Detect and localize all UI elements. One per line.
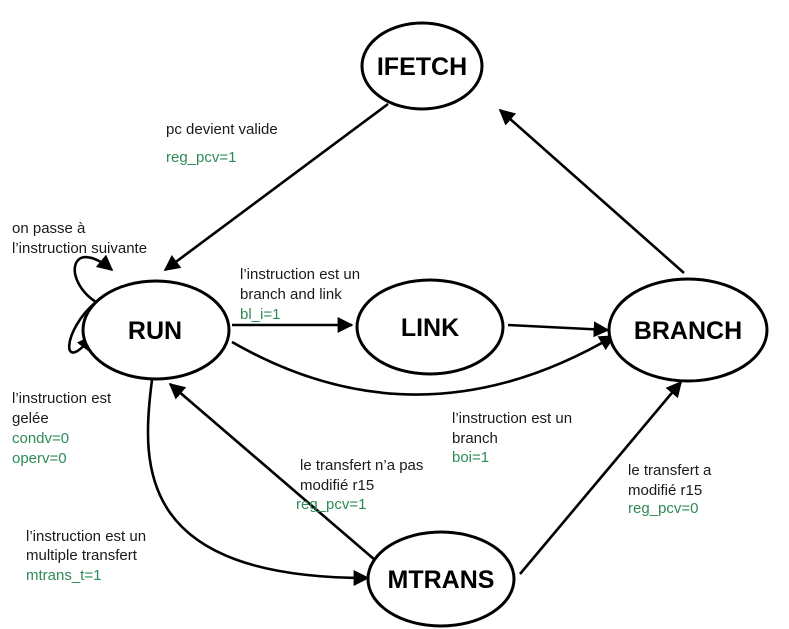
run-loop-bottom-condition-1: l’instruction est (12, 390, 112, 407)
mtrans-run-condition-1: le transfert n’a pas (300, 457, 423, 474)
state-ifetch (360, 21, 484, 111)
run-loop-bottom-signal-2: operv=0 (12, 450, 67, 467)
state-run-label: RUN (128, 317, 182, 345)
state-branch-label: BRANCH (634, 317, 742, 345)
edge-mtrans-branch (519, 380, 683, 575)
run-loop-top-condition-2: l’instruction suivante (12, 240, 147, 257)
state-mtrans (366, 530, 516, 628)
mtrans-run-condition-2: modifié r15 (300, 477, 374, 494)
run-mtrans-condition-1: l’instruction est un (26, 528, 146, 545)
mtrans-branch-signal: reg_pcv=0 (628, 500, 698, 517)
ifetch-run-condition: pc devient valide (166, 121, 278, 138)
edge-ifetch-run (163, 102, 389, 272)
state-ifetch-label: IFETCH (377, 53, 467, 81)
edge-mtrans-run (168, 382, 376, 561)
run-link-condition-1: l’instruction est un (240, 266, 360, 283)
mtrans-branch-condition-2: modifié r15 (628, 482, 702, 499)
edge-link-branch (507, 321, 610, 338)
run-link-condition-2: branch and link (240, 286, 342, 303)
edge-run-mtrans (146, 379, 370, 586)
run-loop-bottom-signal-1: condv=0 (12, 430, 69, 447)
run-loop-bottom-condition-2: gelée (12, 410, 49, 427)
run-branch-condition-1: l’instruction est un (452, 410, 572, 427)
mtrans-branch-condition-1: le transfert a (628, 462, 712, 479)
edge-run-branch (231, 334, 616, 396)
run-loop-top-condition-1: on passe à (12, 220, 86, 237)
edge-branch-ifetch (498, 108, 685, 274)
mtrans-run-signal: reg_pcv=1 (296, 496, 366, 513)
state-mtrans-label: MTRANS (388, 566, 495, 594)
state-link-label: LINK (401, 314, 459, 342)
state-link (355, 278, 505, 376)
run-link-signal: bl_i=1 (240, 306, 280, 323)
edge-run-self-loop (73, 254, 114, 304)
run-branch-signal: boi=1 (452, 449, 489, 466)
ifetch-run-signal: reg_pcv=1 (166, 149, 236, 166)
state-run (81, 279, 231, 381)
state-branch (607, 277, 769, 383)
run-mtrans-signal: mtrans_t=1 (26, 567, 101, 584)
run-branch-condition-2: branch (452, 430, 498, 447)
edge-run-self-loop-bottom (67, 300, 97, 354)
run-mtrans-condition-2: multiple transfert (26, 547, 138, 564)
